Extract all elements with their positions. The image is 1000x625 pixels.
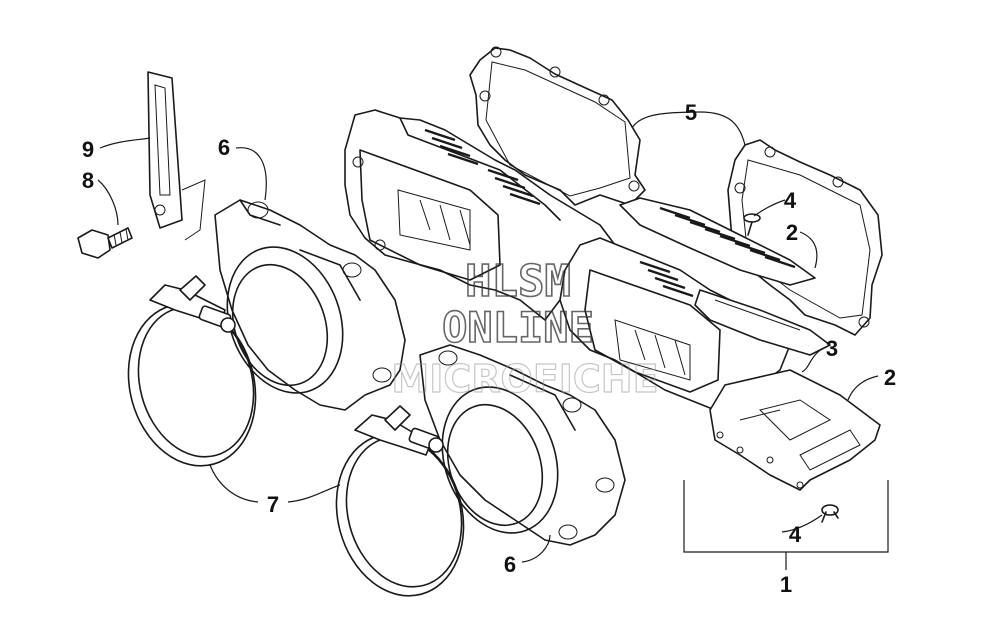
callout-1: 1 [780, 572, 792, 597]
callout-2-upper: 2 [786, 220, 798, 245]
leader-lines [97, 111, 889, 570]
callout-4-lower: 4 [789, 522, 802, 547]
intake-flange-upper [214, 199, 406, 411]
clamp-lower [335, 405, 465, 597]
reed-petals-upper [424, 128, 541, 206]
bracket [147, 71, 206, 241]
callout-3: 3 [826, 336, 838, 361]
watermark-line-2: ONLINE [442, 303, 594, 352]
reed-stop [694, 289, 831, 356]
reed-plate-lower [709, 369, 881, 491]
reed-block-upper [344, 109, 616, 321]
callout-2-lower: 2 [884, 365, 896, 390]
reed-petal-upper [619, 197, 816, 286]
callout-8: 8 [82, 168, 94, 193]
callout-9: 9 [82, 137, 94, 162]
callout-6-upper: 6 [218, 135, 230, 160]
gasket-lower [727, 139, 883, 336]
watermark: HLSM ONLINE MICROFICHE [391, 255, 659, 401]
gasket-upper [469, 46, 646, 206]
callout-7: 7 [267, 492, 279, 517]
bolt [77, 227, 133, 259]
watermark-line-1: HLSM [465, 256, 571, 307]
callout-labels: 9 8 6 5 4 2 3 2 7 4 6 1 [82, 100, 896, 597]
screw-lower [821, 504, 839, 523]
screw-upper [743, 213, 761, 236]
callout-6-lower: 6 [504, 552, 516, 577]
watermark-line-3: MICROFICHE [391, 357, 658, 401]
clamp-upper [127, 275, 257, 467]
callout-4-upper: 4 [784, 188, 797, 213]
callout-5: 5 [685, 100, 697, 125]
reed-petals-lower [639, 260, 694, 298]
